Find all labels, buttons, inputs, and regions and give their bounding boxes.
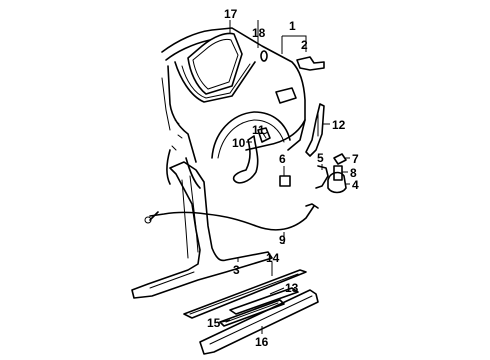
mud-guard — [232, 135, 259, 184]
callout-2: 2 — [301, 38, 308, 52]
leader-15 — [221, 319, 231, 323]
clip-part — [260, 50, 268, 62]
leader-1 — [281, 35, 307, 54]
rocker-pillar — [131, 161, 273, 299]
sill-strip — [219, 299, 285, 327]
fuel-door — [327, 171, 347, 194]
callout-12: 12 — [332, 118, 346, 132]
callout-8: 8 — [350, 166, 357, 180]
fuel-door-hinge — [315, 165, 329, 189]
spring-clip — [333, 153, 347, 165]
callout-17: 17 — [224, 7, 238, 21]
reinforcement-part — [305, 103, 325, 157]
callout-3: 3 — [233, 263, 240, 277]
callout-6: 6 — [279, 152, 286, 166]
leader-13 — [269, 287, 285, 295]
leader-lines — [221, 20, 350, 334]
callout-14: 14 — [266, 251, 280, 265]
quarter-panel — [161, 27, 306, 189]
callout-10: 10 — [232, 136, 246, 150]
callout-9: 9 — [279, 233, 286, 247]
sill-plate — [183, 269, 307, 319]
callout-13: 13 — [285, 281, 299, 295]
bracket-part — [296, 56, 325, 71]
callout-4: 4 — [352, 178, 359, 192]
fuel-door-housing — [333, 165, 343, 181]
callout-18: 18 — [252, 26, 266, 40]
sill-molding — [229, 287, 299, 315]
callout-labels: 17 18 1 2 12 11 10 6 5 7 8 4 9 3 14 13 1… — [207, 7, 359, 349]
callout-16: 16 — [255, 335, 269, 349]
callout-7: 7 — [352, 152, 359, 166]
quarter-glass — [187, 32, 243, 95]
callout-11: 11 — [252, 123, 265, 137]
small-bracket — [279, 175, 291, 187]
leader-11 — [263, 131, 269, 135]
side-skirt — [199, 289, 319, 355]
release-cable — [144, 203, 319, 231]
callout-1: 1 — [289, 19, 296, 33]
callout-5: 5 — [317, 151, 324, 165]
callout-15: 15 — [207, 316, 221, 330]
bracket-eleven — [257, 127, 271, 143]
